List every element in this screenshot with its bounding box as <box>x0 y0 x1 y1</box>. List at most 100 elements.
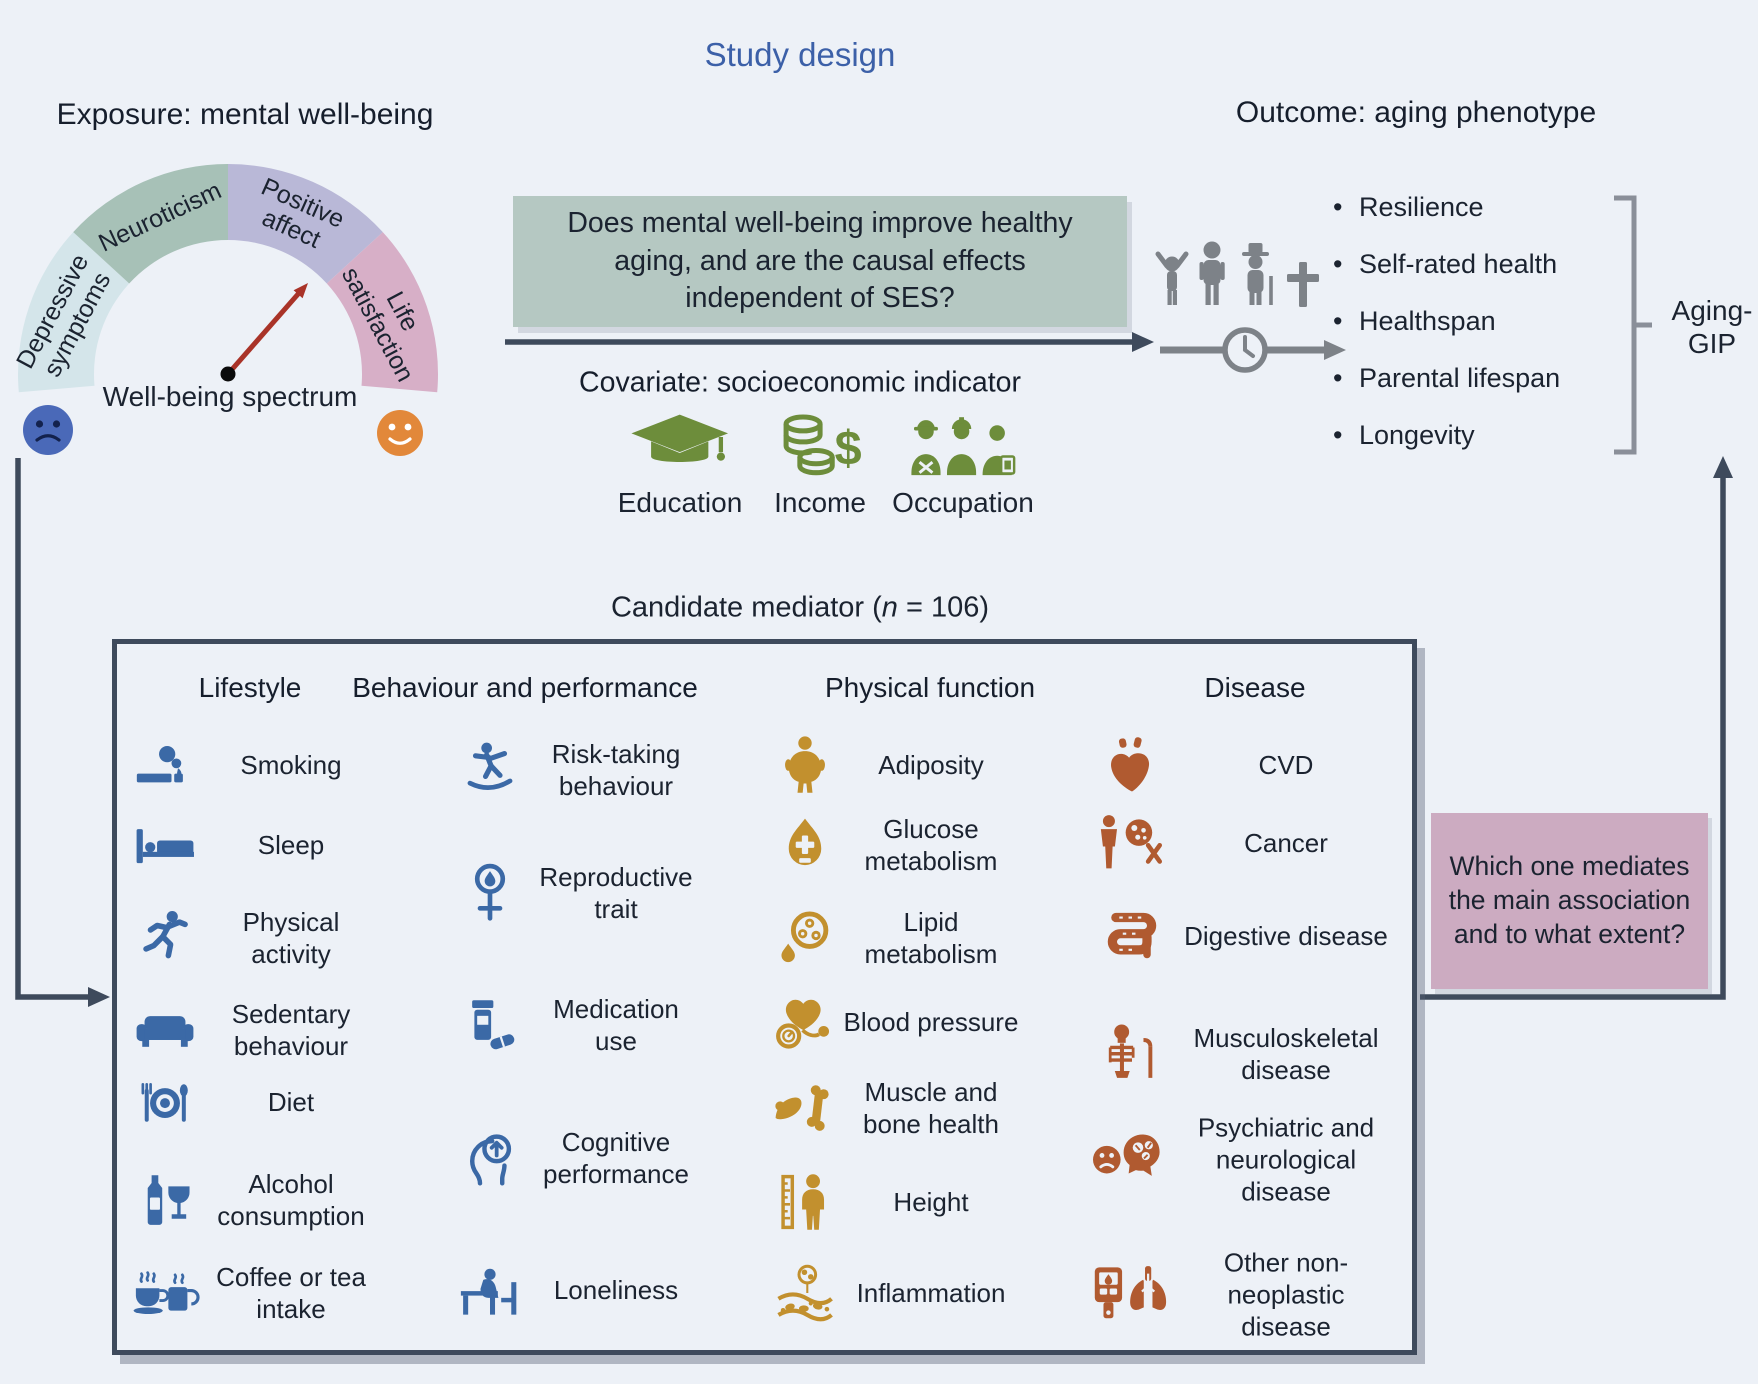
glucometer-lungs-icon <box>1082 1264 1182 1326</box>
mediator-item-risk-taking: Risk-taking behaviour <box>448 738 700 802</box>
mediator-item-label: Risk-taking behaviour <box>551 738 681 801</box>
mediator-item-label: Musculoskeletal disease <box>1193 1022 1379 1085</box>
anatomical-heart-icon <box>1082 735 1182 795</box>
well-being-gauge <box>18 164 438 456</box>
pill-bottle-icon <box>448 996 532 1054</box>
ruler-person-icon <box>768 1172 842 1232</box>
aging-gip-label: Aging- GIP <box>1671 294 1753 359</box>
mediator-item-label: Medication use <box>553 993 679 1056</box>
mediator-item-reproductive: Reproductive trait <box>448 861 700 925</box>
muscle-bone-icon <box>768 1082 842 1134</box>
covariate-label: Occupation <box>892 487 1034 518</box>
mediator-item-label: Coffee or tea intake <box>216 1261 366 1324</box>
child-figure <box>1155 251 1189 305</box>
covariate-label: Income <box>774 487 866 518</box>
covariate-income: $ Income <box>774 405 866 519</box>
column-header-behaviour: Behaviour and performance <box>352 672 698 703</box>
mediation-question-text: Which one mediates the main association … <box>1448 851 1691 949</box>
person-at-table-icon <box>448 1262 532 1318</box>
gauge-segment-depressive <box>18 232 130 393</box>
gauge-needle-tip <box>293 283 308 299</box>
mediator-item-diet: Diet <box>125 1075 377 1129</box>
covariate-heading: Covariate: socioeconomic indicator <box>579 366 1021 399</box>
skeleton-icon <box>1082 1023 1182 1085</box>
sofa-icon <box>125 1005 205 1055</box>
mediator-item-label: Sedentary behaviour <box>231 998 351 1061</box>
sad-face-icon <box>23 405 73 455</box>
mediator-item-cognitive: Cognitive performance <box>448 1126 700 1190</box>
research-question-text: Does mental well-being improve healthy a… <box>567 207 1073 315</box>
mediator-item-inflammation: Inflammation <box>768 1263 1020 1323</box>
mediator-item-loneliness: Loneliness <box>448 1262 700 1318</box>
mediation-question-box: Which one mediates the main association … <box>1431 813 1708 989</box>
mediator-item-cancer: Cancer <box>1082 813 1390 873</box>
coffee-cups-icon <box>125 1265 205 1321</box>
mediator-item-label: Blood pressure <box>843 1006 1019 1037</box>
worker-builder <box>946 417 976 476</box>
mediator-item-sedentary: Sedentary behaviour <box>125 998 377 1062</box>
mediator-item-musculoskeletal: Musculoskeletal disease <box>1082 1022 1390 1086</box>
worker-officer <box>911 420 941 476</box>
mediator-item-height: Height <box>768 1172 1020 1232</box>
spectrum-label: Well-being spectrum <box>102 381 358 412</box>
heart-pressure-gauge-icon <box>768 994 842 1050</box>
mediator-item-digestive: Digestive disease <box>1082 906 1390 966</box>
head-up-arrow-icon <box>448 1128 532 1188</box>
gauge-needle <box>226 291 301 376</box>
covariate-education: Education <box>617 405 743 519</box>
vessel-inflammation-icon <box>768 1263 842 1323</box>
mediator-item-physical-activity: Physical activity <box>125 906 377 970</box>
outcome-list: Resilience Self-rated health Healthspan … <box>1333 192 1560 477</box>
mediator-item-label: Sleep <box>257 829 325 860</box>
covariate-occupation: Occupation <box>892 405 1034 519</box>
intestine-icon <box>1082 906 1182 966</box>
column-header-physical: Physical function <box>824 672 1036 703</box>
rotund-person-icon <box>768 735 842 795</box>
mediator-box <box>112 639 1417 1355</box>
mediator-heading: Candidate mediator (n = 106) <box>610 591 990 624</box>
graduation-cap-icon <box>628 405 732 479</box>
gauge-segment-life <box>326 232 438 393</box>
outcome-item: Longevity <box>1333 420 1560 451</box>
mediator-item-label: Digestive disease <box>1184 920 1388 951</box>
mediator-item-coffee: Coffee or tea intake <box>125 1261 377 1325</box>
bottle-wine-glass-icon <box>125 1171 205 1229</box>
mediator-item-psychiatric: Psychiatric and neurological disease <box>1082 1112 1390 1209</box>
gauge-segment-positive <box>228 164 383 284</box>
mediator-item-alcohol: Alcohol consumption <box>125 1168 377 1232</box>
adult-figure <box>1199 241 1225 305</box>
life-course-timeline-icon <box>1155 241 1346 373</box>
cigarette-icon <box>125 739 205 791</box>
mediator-item-label: Lipid metabolism <box>864 906 998 969</box>
mediator-item-adiposity: Adiposity <box>768 735 1020 795</box>
mediator-item-lipid: Lipid metabolism <box>768 906 1020 970</box>
mediator-item-label: Psychiatric and neurological disease <box>1197 1112 1375 1208</box>
mediator-item-label: Cancer <box>1244 827 1328 858</box>
covariate-label: Education <box>617 487 743 518</box>
exposure-heading: Exposure: mental well-being <box>56 98 434 131</box>
workers-icon <box>908 405 1018 479</box>
female-symbol-droplet-icon <box>448 863 532 923</box>
cross-marker <box>1287 262 1319 307</box>
happy-face-icon <box>377 410 423 456</box>
column-header-disease: Disease <box>1204 672 1306 703</box>
mediator-item-label: Other non-neoplastic disease <box>1223 1247 1349 1343</box>
worker-clerk <box>982 425 1016 476</box>
droplet-cross-icon <box>768 816 842 874</box>
lipid-cells-icon <box>768 909 842 967</box>
mediator-item-sleep: Sleep <box>125 820 377 870</box>
mediator-item-label: Inflammation <box>856 1277 1006 1308</box>
mediator-item-glucose: Glucose metabolism <box>768 813 1020 877</box>
mediator-item-label: Loneliness <box>553 1274 679 1305</box>
mediator-item-muscle-bone: Muscle and bone health <box>768 1076 1020 1140</box>
mediator-item-other-nonneoplastic: Other non-neoplastic disease <box>1082 1247 1390 1344</box>
mediator-item-label: Adiposity <box>878 749 984 780</box>
mediator-item-label: Height <box>893 1186 969 1217</box>
mediator-item-label: Muscle and bone health <box>863 1076 999 1139</box>
timeline-arrow <box>1160 327 1346 373</box>
svg-text:$: $ <box>835 421 862 475</box>
mediator-item-label: Glucose metabolism <box>864 813 998 876</box>
outcome-item: Self-rated health <box>1333 249 1560 280</box>
